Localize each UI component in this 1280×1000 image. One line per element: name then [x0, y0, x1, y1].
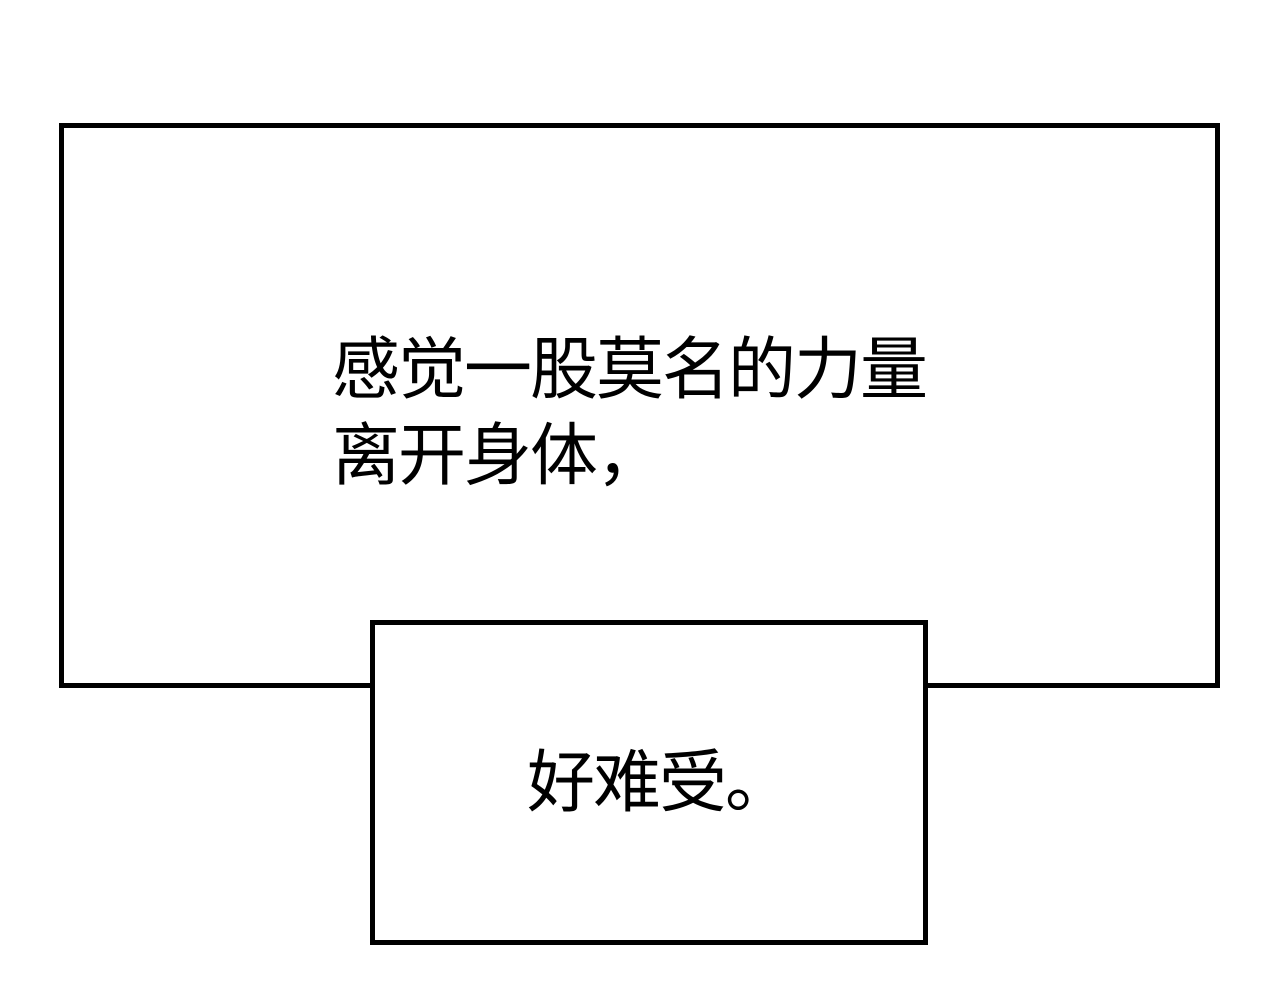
- caption-text-top: 感觉一股莫名的力量 离开身体，: [332, 328, 928, 500]
- caption-box-bottom: 好难受。: [370, 620, 928, 945]
- caption-line-2: 离开身体，: [332, 417, 664, 496]
- caption-text-bottom: 好难受。: [527, 741, 793, 827]
- caption-line-1: 感觉一股莫名的力量: [332, 331, 928, 410]
- caption-line-3: 好难受。: [527, 744, 793, 823]
- caption-box-top: 感觉一股莫名的力量 离开身体，: [59, 123, 1220, 688]
